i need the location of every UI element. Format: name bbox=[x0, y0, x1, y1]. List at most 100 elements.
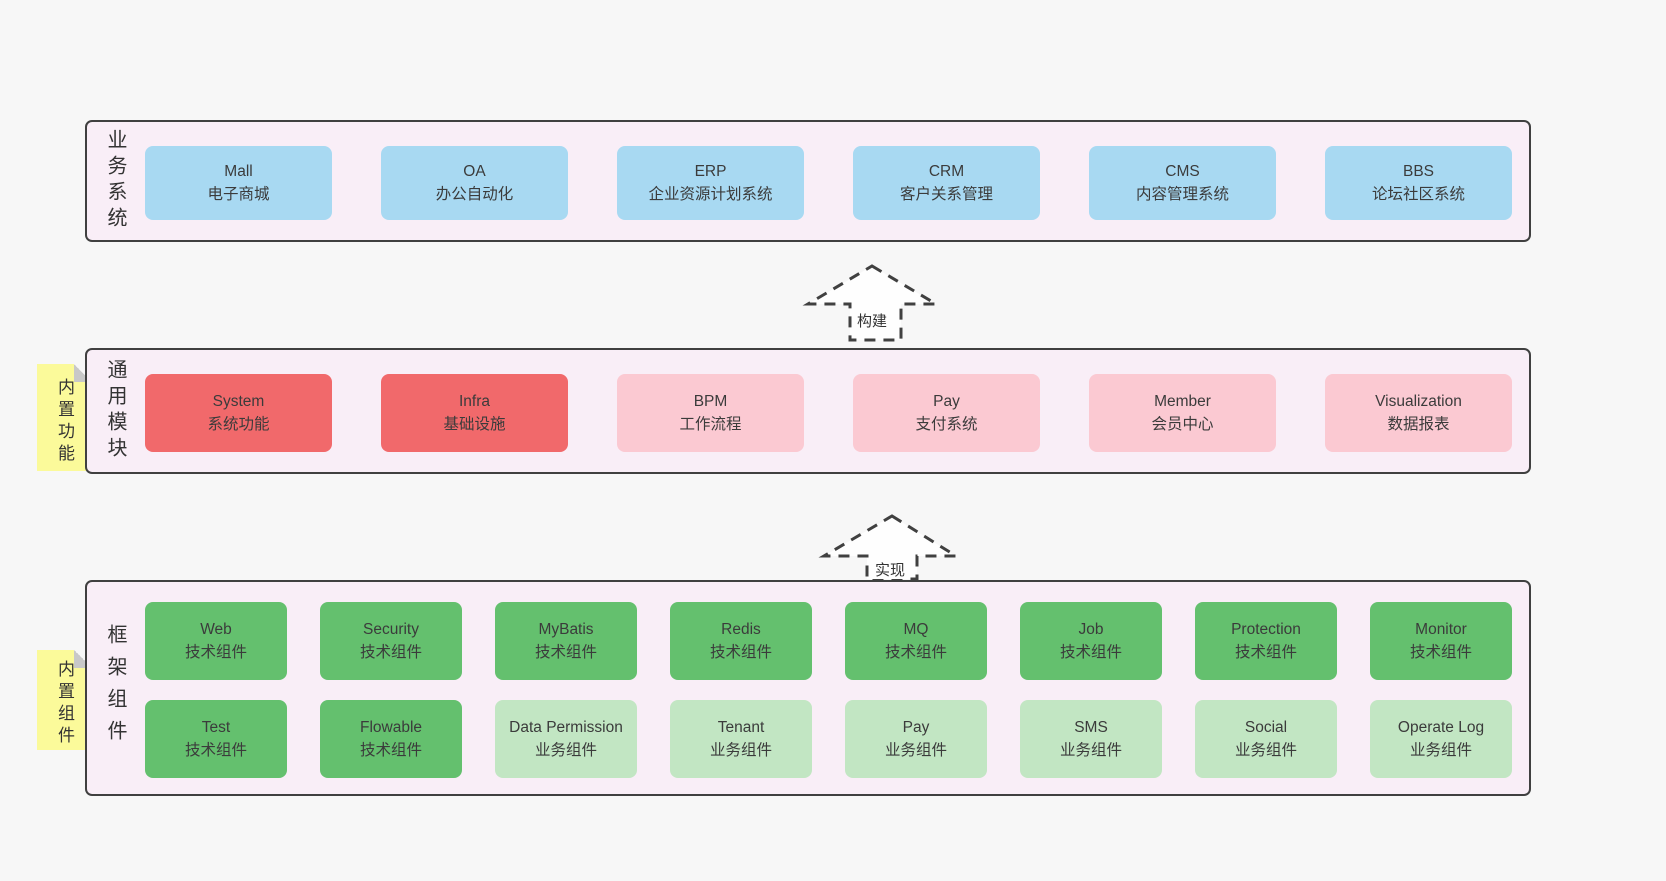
band-business-systems: 业务系统 Mall 电子商城 OA 办公自动化 ERP 企业资源计划系统 CRM… bbox=[85, 120, 1531, 242]
box-title: CMS bbox=[1165, 162, 1200, 180]
box-subtitle: 办公自动化 bbox=[435, 186, 514, 203]
box-title: BPM bbox=[693, 392, 728, 410]
box-bbs: BBS 论坛社区系统 bbox=[1325, 146, 1512, 220]
box-title: Data Permission bbox=[509, 718, 623, 736]
box-title: Visualization bbox=[1375, 392, 1462, 410]
sticky-note-label: 内置功能 bbox=[55, 377, 74, 466]
box-monitor: Monitor 技术组件 bbox=[1370, 602, 1512, 680]
box-subtitle: 客户关系管理 bbox=[899, 186, 993, 203]
box-security: Security 技术组件 bbox=[320, 602, 462, 680]
box-protection: Protection 技术组件 bbox=[1195, 602, 1337, 680]
box-subtitle: 技术组件 bbox=[709, 644, 772, 661]
box-subtitle: 技术组件 bbox=[884, 644, 947, 661]
box-subtitle: 技术组件 bbox=[1059, 644, 1122, 661]
band-label-framework-components: 框架组件 bbox=[104, 624, 126, 752]
box-subtitle: 支付系统 bbox=[915, 416, 978, 433]
box-subtitle: 业务组件 bbox=[884, 742, 947, 759]
box-title: MQ bbox=[903, 620, 929, 638]
box-bpm: BPM 工作流程 bbox=[617, 374, 804, 452]
band-common-modules: 通用模块 System 系统功能 Infra 基础设施 BPM 工作流程 Pay… bbox=[85, 348, 1531, 474]
box-subtitle: 技术组件 bbox=[359, 644, 422, 661]
box-subtitle: 技术组件 bbox=[184, 644, 247, 661]
box-visualization: Visualization 数据报表 bbox=[1325, 374, 1512, 452]
box-oa: OA 办公自动化 bbox=[381, 146, 568, 220]
common-modules-row: System 系统功能 Infra 基础设施 BPM 工作流程 Pay 支付系统… bbox=[145, 374, 1512, 452]
box-subtitle: 技术组件 bbox=[184, 742, 247, 759]
box-title: Test bbox=[201, 718, 231, 736]
box-infra: Infra 基础设施 bbox=[381, 374, 568, 452]
box-system: System 系统功能 bbox=[145, 374, 332, 452]
box-title: Operate Log bbox=[1397, 718, 1485, 736]
box-pay: Pay 支付系统 bbox=[853, 374, 1040, 452]
box-subtitle: 技术组件 bbox=[359, 742, 422, 759]
box-subtitle: 论坛社区系统 bbox=[1371, 186, 1465, 203]
build-arrow: 构建 bbox=[802, 262, 942, 342]
box-subtitle: 数据报表 bbox=[1387, 416, 1450, 433]
box-crm: CRM 客户关系管理 bbox=[853, 146, 1040, 220]
box-erp: ERP 企业资源计划系统 bbox=[617, 146, 804, 220]
box-subtitle: 业务组件 bbox=[1059, 742, 1122, 759]
box-title: System bbox=[212, 392, 265, 410]
box-title: Pay bbox=[902, 718, 930, 736]
sticky-note-built-in-features: 内置功能 bbox=[37, 364, 92, 471]
box-title: ERP bbox=[694, 162, 727, 180]
box-title: Pay bbox=[933, 392, 960, 410]
box-title: Social bbox=[1244, 718, 1288, 736]
box-flowable: Flowable 技术组件 bbox=[320, 700, 462, 778]
box-mybatis: MyBatis 技术组件 bbox=[495, 602, 637, 680]
sticky-note-built-in-components: 内置组件 bbox=[37, 650, 92, 750]
box-data-permission: Data Permission 业务组件 bbox=[495, 700, 637, 778]
band-label-common-modules: 通用模块 bbox=[104, 359, 126, 463]
box-title: Job bbox=[1078, 620, 1104, 638]
box-subtitle: 电子商城 bbox=[207, 186, 270, 203]
box-redis: Redis 技术组件 bbox=[670, 602, 812, 680]
box-subtitle: 业务组件 bbox=[1409, 742, 1472, 759]
business-systems-row: Mall 电子商城 OA 办公自动化 ERP 企业资源计划系统 CRM 客户关系… bbox=[145, 146, 1512, 220]
box-title: Infra bbox=[458, 392, 490, 410]
box-title: SMS bbox=[1074, 718, 1108, 736]
box-subtitle: 业务组件 bbox=[1234, 742, 1297, 759]
box-subtitle: 会员中心 bbox=[1151, 416, 1214, 433]
box-subtitle: 系统功能 bbox=[207, 416, 270, 433]
box-title: Web bbox=[200, 620, 232, 638]
box-pay-component: Pay 业务组件 bbox=[845, 700, 987, 778]
box-mall: Mall 电子商城 bbox=[145, 146, 332, 220]
up-arrow-icon bbox=[802, 264, 942, 342]
box-title: CRM bbox=[928, 162, 965, 180]
box-title: Monitor bbox=[1415, 620, 1467, 638]
framework-components-row-2: Test 技术组件 Flowable 技术组件 Data Permission … bbox=[145, 700, 1512, 778]
box-subtitle: 业务组件 bbox=[534, 742, 597, 759]
box-title: Tenant bbox=[717, 718, 765, 736]
box-title: MyBatis bbox=[538, 620, 594, 638]
implement-arrow: 实现 bbox=[818, 511, 962, 581]
box-web: Web 技术组件 bbox=[145, 602, 287, 680]
box-subtitle: 技术组件 bbox=[534, 644, 597, 661]
box-tenant: Tenant 业务组件 bbox=[670, 700, 812, 778]
up-arrow-icon bbox=[818, 514, 962, 581]
box-title: Flowable bbox=[359, 718, 423, 736]
implement-arrow-label: 实现 bbox=[820, 559, 960, 580]
box-title: Redis bbox=[721, 620, 761, 638]
band-label-business-systems: 业务系统 bbox=[104, 129, 126, 233]
box-mq: MQ 技术组件 bbox=[845, 602, 987, 680]
box-title: Member bbox=[1154, 392, 1211, 410]
box-subtitle: 工作流程 bbox=[679, 416, 742, 433]
framework-components-row-1: Web 技术组件 Security 技术组件 MyBatis 技术组件 Redi… bbox=[145, 602, 1512, 680]
box-title: OA bbox=[463, 162, 486, 180]
box-sms: SMS 业务组件 bbox=[1020, 700, 1162, 778]
box-cms: CMS 内容管理系统 bbox=[1089, 146, 1276, 220]
build-arrow-label: 构建 bbox=[806, 310, 938, 331]
box-operate-log: Operate Log 业务组件 bbox=[1370, 700, 1512, 778]
band-framework-components: 框架组件 Web 技术组件 Security 技术组件 MyBatis 技术组件… bbox=[85, 580, 1531, 796]
box-member: Member 会员中心 bbox=[1089, 374, 1276, 452]
sticky-note-label: 内置组件 bbox=[55, 660, 74, 748]
box-subtitle: 企业资源计划系统 bbox=[648, 186, 773, 203]
box-title: Security bbox=[363, 620, 419, 638]
box-social: Social 业务组件 bbox=[1195, 700, 1337, 778]
box-test: Test 技术组件 bbox=[145, 700, 287, 778]
box-job: Job 技术组件 bbox=[1020, 602, 1162, 680]
box-subtitle: 技术组件 bbox=[1234, 644, 1297, 661]
box-subtitle: 基础设施 bbox=[443, 416, 506, 433]
box-subtitle: 内容管理系统 bbox=[1135, 186, 1229, 203]
box-title: Protection bbox=[1231, 620, 1301, 638]
